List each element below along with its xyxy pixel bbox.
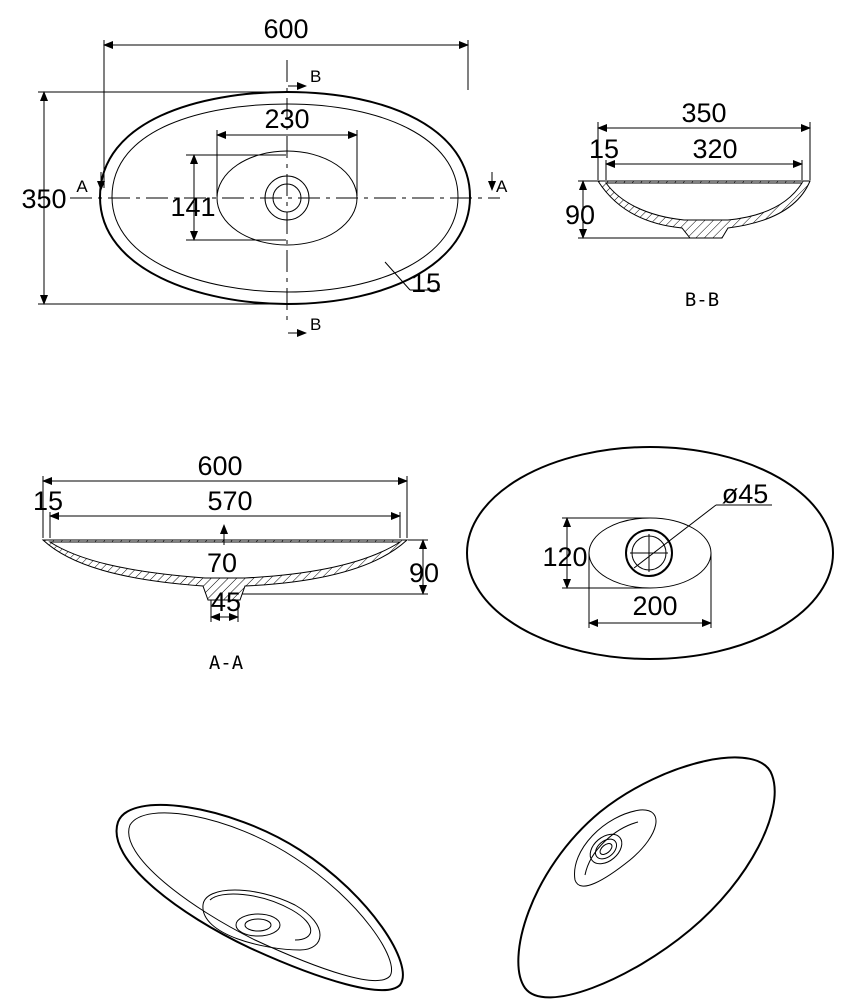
section-aa-wall	[41, 539, 409, 601]
iso-top-outer-rim	[115, 804, 404, 992]
section-aa-depth-dimension: 90	[409, 558, 439, 588]
iso-top-inner-rim	[128, 812, 392, 982]
section-aa-inner-dimension: 570	[207, 486, 252, 516]
section-bb-label: B-B	[685, 289, 719, 311]
section-bb-overall-dimension: 350	[681, 98, 726, 128]
section-bb-inner-dimension: 320	[692, 134, 737, 164]
iso-bottom-drain-inner	[599, 843, 613, 855]
section-aa-overall-dimension: 600	[197, 451, 242, 481]
iso-bottom-foot-inner	[584, 821, 639, 876]
iso-bottom-drain-outer	[589, 833, 623, 865]
iso-top-dish-outer	[202, 889, 321, 951]
section-aa-drain-dimension: 45	[211, 587, 241, 617]
top-view: 600 350 230 141 15 A A B B	[21, 14, 508, 337]
iso-top-drain-outer	[235, 913, 281, 937]
height-dimension: 350	[21, 184, 66, 214]
inner-width-dimension: 230	[264, 104, 309, 134]
rim-leader-line	[384, 261, 411, 291]
iso-bottom-drain-mid	[594, 838, 618, 860]
isometric-view-top	[115, 804, 404, 992]
basin-inner-outline	[111, 103, 459, 293]
bottom-view: ø45 120 200	[466, 446, 834, 660]
section-bb-rim-dimension: 15	[589, 134, 619, 164]
iso-top-drain-inner	[244, 918, 272, 932]
inner-height-dimension: 141	[170, 192, 215, 222]
section-marker-a-right: A	[496, 177, 508, 196]
section-aa-label: A-A	[209, 652, 244, 674]
drain-diameter-dimension: ø45	[722, 479, 769, 509]
section-marker-a-left: A	[76, 177, 88, 196]
bottom-width-dimension: 200	[632, 591, 677, 621]
section-marker-b-bottom: B	[310, 315, 321, 334]
section-aa-rim-dimension: 15	[33, 486, 63, 516]
section-bb-wall	[597, 180, 811, 239]
iso-bottom-outer	[517, 756, 776, 999]
iso-bottom-foot-outer	[574, 809, 657, 887]
section-aa-center-dimension: 70	[207, 548, 237, 578]
bottom-height-dimension: 120	[542, 542, 587, 572]
basin-outer-outline	[98, 90, 472, 306]
rim-dimension: 15	[411, 268, 441, 298]
iso-top-dish-inner	[209, 893, 312, 941]
width-dimension: 600	[263, 14, 308, 44]
section-bb-depth-dimension: 90	[565, 200, 595, 230]
section-a-a-view: 600 570 15 70 90 45 A-A	[33, 451, 439, 674]
isometric-view-bottom	[517, 756, 776, 999]
section-marker-b-top: B	[310, 67, 321, 86]
bottom-drain-outer	[625, 529, 673, 577]
bottom-outer-outline	[466, 446, 834, 660]
section-b-b-view: 350 320 15 90 B-B	[565, 98, 811, 311]
drain-diameter-leader	[633, 504, 717, 569]
